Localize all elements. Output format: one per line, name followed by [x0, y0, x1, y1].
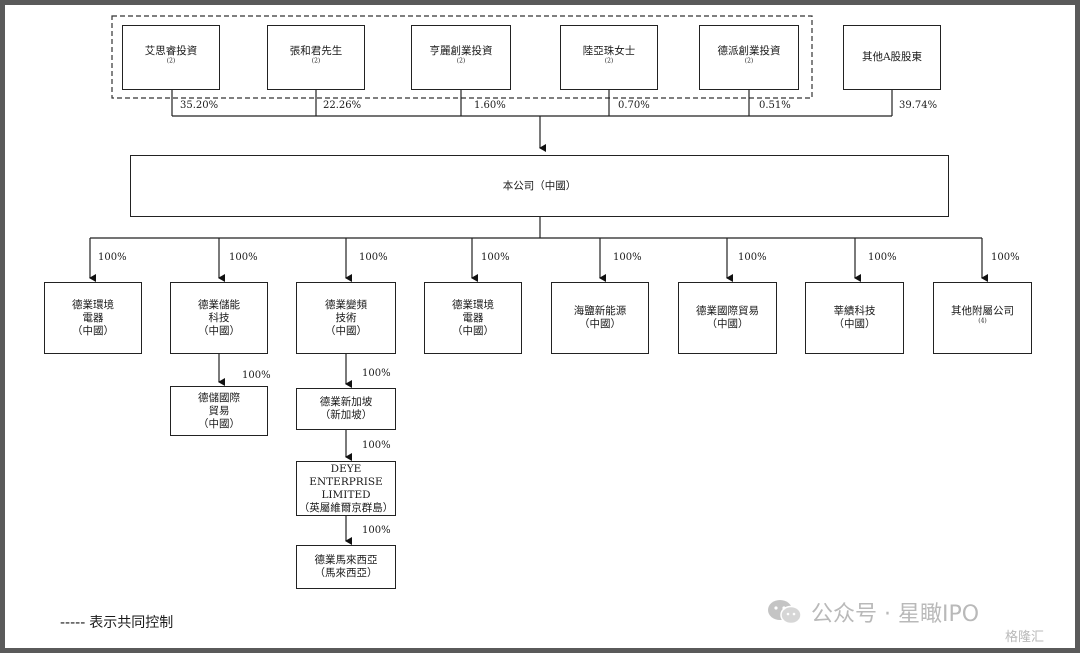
- legend-text: 表示共同控制: [89, 615, 174, 631]
- subsidiary-box: 德業環境電器（中國）: [44, 282, 142, 354]
- subsidiary-box: 莘績科技（中國）: [805, 282, 904, 354]
- shareholder-box: 其他A股股東: [843, 25, 941, 90]
- ownership-percent: 100%: [738, 252, 767, 263]
- subsidiary-box: 德業變頻技術（中國）: [296, 282, 396, 354]
- subsidiary-box: 德業環境電器（中國）: [424, 282, 522, 354]
- shareholder-box: 德派創業投資(2): [699, 25, 799, 90]
- ownership-percent: 0.51%: [759, 100, 791, 111]
- ownership-percent: 100%: [991, 252, 1020, 263]
- shareholder-box: 張和君先生(2): [267, 25, 365, 90]
- ownership-percent: 100%: [359, 252, 388, 263]
- shareholder-box: 艾思睿投資(2): [122, 25, 220, 90]
- subsidiary-box: 德儲國際貿易（中國）: [170, 386, 268, 436]
- subsidiary-box: 海鹽新能源（中國）: [551, 282, 649, 354]
- watermark-logo: 格隆汇: [1005, 630, 1045, 645]
- joint-control-dashed-box: [111, 15, 813, 99]
- legend: -----表示共同控制: [60, 612, 173, 632]
- company-box: 本公司（中國）: [130, 155, 949, 217]
- ownership-percent: 100%: [613, 252, 642, 263]
- ownership-percent: 0.70%: [618, 100, 650, 111]
- watermark-text: 公众号 · 星瞰IPO: [811, 602, 980, 627]
- subsidiary-box: 德業國際貿易（中國）: [678, 282, 777, 354]
- ownership-percent: 22.26%: [323, 100, 362, 111]
- wechat-icon: [767, 599, 803, 625]
- ownership-percent: 100%: [362, 525, 391, 536]
- shareholder-box: 亨麗創業投資(2): [411, 25, 511, 90]
- subsidiary-box: 德業馬來西亞（馬來西亞）: [296, 545, 396, 589]
- ownership-percent: 35.20%: [180, 100, 219, 111]
- subsidiary-box: 德業新加坡（新加坡）: [296, 388, 396, 430]
- ownership-percent: 100%: [242, 370, 271, 381]
- ownership-percent: 100%: [98, 252, 127, 263]
- ownership-percent: 100%: [868, 252, 897, 263]
- ownership-percent: 100%: [362, 440, 391, 451]
- ownership-percent: 1.60%: [474, 100, 506, 111]
- ownership-percent: 100%: [481, 252, 510, 263]
- shareholder-box: 陸亞珠女士(2): [560, 25, 658, 90]
- subsidiary-box: 其他附屬公司(4): [933, 282, 1032, 354]
- legend-dash: -----: [60, 615, 86, 631]
- subsidiary-box: 德業儲能科技（中國）: [170, 282, 268, 354]
- ownership-percent: 100%: [229, 252, 258, 263]
- ownership-percent: 100%: [362, 368, 391, 379]
- watermark: 公众号 · 星瞰IPO: [767, 596, 979, 628]
- ownership-percent: 39.74%: [899, 100, 938, 111]
